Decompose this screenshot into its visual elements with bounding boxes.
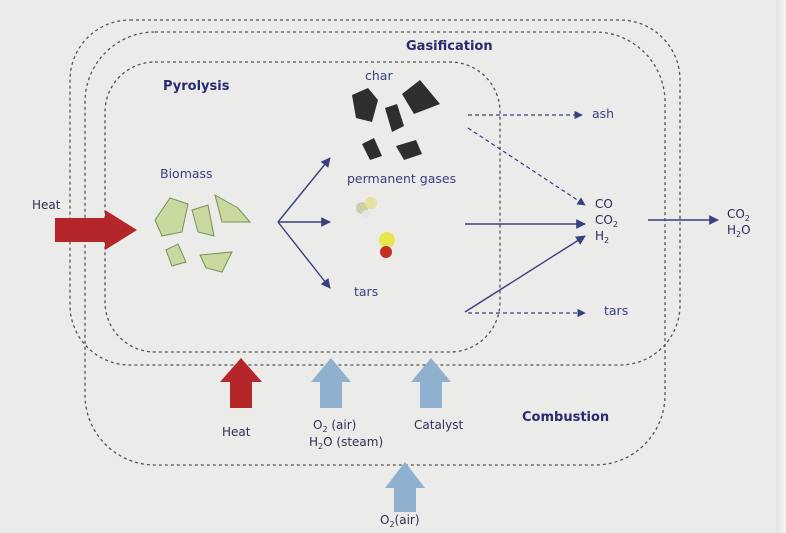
biomass-label: Biomass: [160, 166, 213, 181]
gas-molecules: [356, 197, 395, 258]
biomass-particles: [154, 193, 252, 273]
arrow-to-char: [277, 157, 331, 223]
o2-bottom-label: O2(air): [380, 513, 420, 529]
tars-inner-label: tars: [354, 284, 379, 299]
gasification-title: Gasification: [406, 39, 493, 54]
gasification-boundary: [69, 19, 681, 366]
output-h2o-label: H2O: [727, 223, 751, 239]
output-co2-label: CO2: [727, 207, 750, 223]
pyrolysis-boundary: [104, 61, 501, 353]
heat-arrow-left: [55, 210, 137, 250]
catalyst-arrow: [411, 358, 451, 408]
heat-left-label: Heat: [32, 198, 61, 212]
catalyst-label: Catalyst: [414, 418, 464, 432]
o2-air-arrow: [311, 358, 351, 408]
o2-air-label: O2 (air): [313, 418, 357, 434]
char-particles: [352, 80, 440, 160]
heat-arrow-bottom: [220, 358, 262, 408]
arrow-char-to-co: [467, 127, 586, 206]
heat-bottom-label: Heat: [222, 425, 251, 439]
pyrolysis-title: Pyrolysis: [163, 79, 230, 94]
o2-bottom-arrow: [385, 462, 425, 512]
h2-label: H2: [595, 229, 610, 245]
combustion-boundary: [84, 31, 666, 466]
arrow-to-tars: [277, 221, 331, 289]
arrow-tars-to-products: [464, 235, 586, 313]
permanent-gases-label: permanent gases: [347, 171, 457, 186]
co2-label: CO2: [595, 213, 618, 229]
combustion-title: Combustion: [522, 410, 610, 425]
co-label: CO: [595, 197, 613, 211]
h2o-steam-label: H2O (steam): [309, 435, 384, 451]
char-label: char: [365, 68, 393, 83]
tars-outer-label: tars: [604, 303, 629, 318]
ash-label: ash: [592, 106, 615, 121]
